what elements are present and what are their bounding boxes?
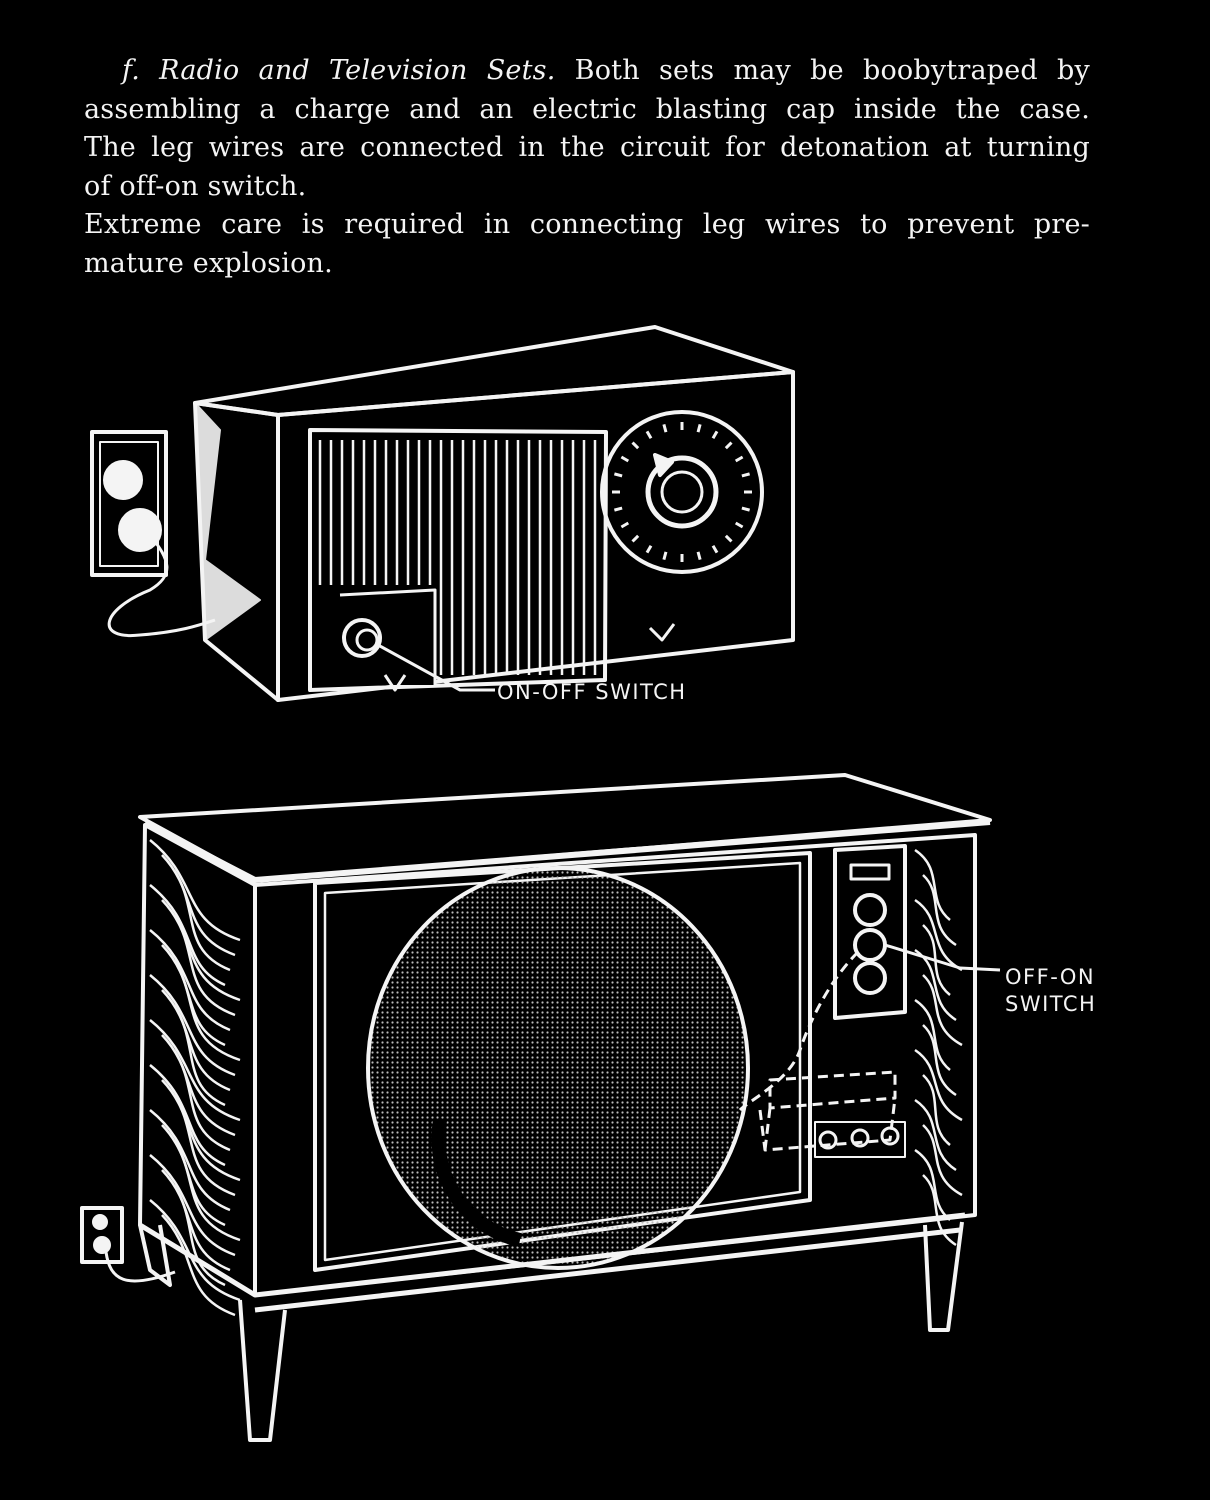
wood-grain xyxy=(161,854,236,957)
wood-grain xyxy=(914,1148,951,1221)
wood-grain xyxy=(172,959,241,1062)
wood-grain xyxy=(161,1214,236,1317)
wood-grain xyxy=(149,884,226,987)
dial-tick xyxy=(696,551,702,561)
wood-grain xyxy=(914,998,951,1071)
wood-grain xyxy=(161,1169,231,1272)
tv-off-on-switch-label-1: OFF-ON xyxy=(1005,965,1096,989)
wood-grain xyxy=(172,1004,226,1107)
paragraph-text: Both sets may be boobytraped by xyxy=(574,55,1090,86)
tv-leg xyxy=(138,1224,287,1442)
dial-tick xyxy=(662,551,668,561)
wood-grain xyxy=(922,874,957,947)
wood-grain xyxy=(161,1034,236,1137)
wood-grain xyxy=(149,1154,236,1257)
radio-drawing xyxy=(90,325,795,702)
wood-grain xyxy=(172,869,231,972)
power-cord xyxy=(104,1251,176,1283)
dial-tick xyxy=(620,455,630,463)
tv-knob-3 xyxy=(853,961,887,995)
wood-grain xyxy=(914,848,951,921)
wood-grain xyxy=(161,989,231,1092)
paragraph-line-2: assembling a charge and an electric blas… xyxy=(84,93,1090,125)
tv-knob-1 xyxy=(853,893,887,927)
dial-tick xyxy=(711,430,719,440)
wood-grain xyxy=(149,839,241,942)
wood-grain xyxy=(914,1098,957,1172)
section-heading: f. Radio and Television Sets. xyxy=(122,55,556,86)
wood-grain xyxy=(922,974,963,1047)
tuning-knob xyxy=(645,455,719,529)
dial-tick xyxy=(696,423,702,433)
instruction-paragraph: f. Radio and Television Sets. Both sets … xyxy=(84,52,1090,283)
wood-grain xyxy=(914,898,963,972)
wood-grain xyxy=(172,914,236,1017)
hidden-charge xyxy=(758,1070,897,1152)
dial-tick xyxy=(741,506,751,512)
power-cord xyxy=(107,534,216,638)
callout-leader xyxy=(377,643,495,692)
paragraph-line-4: of off-on switch. xyxy=(84,170,307,202)
wood-grain xyxy=(149,1109,231,1212)
radio-front xyxy=(276,370,795,702)
dial-tick xyxy=(724,534,733,543)
wood-grain xyxy=(922,1074,951,1146)
radio-grille xyxy=(308,428,608,692)
wood-grain xyxy=(172,1139,241,1242)
wood-grain xyxy=(922,1024,957,1097)
radio-top xyxy=(193,325,795,417)
tv-picture-tube xyxy=(366,866,750,1270)
dial-tick xyxy=(613,472,623,478)
tv-screen-frame xyxy=(313,851,812,1272)
wood-grain xyxy=(914,1048,963,1122)
tv-off-on-knob xyxy=(853,928,887,962)
dial-tick xyxy=(724,441,733,450)
dial-tick xyxy=(734,455,744,463)
dial-tick xyxy=(711,544,719,554)
wood-grain xyxy=(161,1079,241,1182)
wood-grain xyxy=(149,929,231,1032)
paragraph-line-6: mature explosion. xyxy=(84,247,333,279)
paragraph-line-1: f. Radio and Television Sets. Both sets … xyxy=(84,52,1090,91)
wood-grain xyxy=(172,1094,236,1197)
wall-outlet-icon xyxy=(80,1206,124,1264)
tuning-dial xyxy=(600,410,764,574)
dial-tick xyxy=(645,430,653,440)
tv-control-panel xyxy=(833,844,907,1020)
radio-on-off-knob xyxy=(342,618,382,658)
tv-off-on-switch-label-2: SWITCH xyxy=(1005,992,1097,1016)
wood-grain xyxy=(149,1064,226,1167)
paragraph-line-5: Extreme care is required in connecting l… xyxy=(84,209,1090,240)
wood-grain xyxy=(922,1124,963,1197)
wood-grain xyxy=(172,1049,231,1152)
dial-tick xyxy=(613,506,623,512)
callout-leader xyxy=(884,943,1001,972)
wood-grain xyxy=(149,1019,241,1122)
television-drawing xyxy=(80,773,1001,1442)
dial-tick xyxy=(631,441,640,450)
dial-tick xyxy=(645,544,653,554)
wall-outlet-icon xyxy=(90,430,168,577)
wood-grain xyxy=(172,1184,226,1287)
radio-on-off-switch-label: ON-OFF SWITCH xyxy=(497,680,687,704)
dial-tick xyxy=(631,534,640,543)
dial-tick xyxy=(734,521,744,529)
wood-grain xyxy=(922,1174,957,1247)
tv-front xyxy=(253,833,977,1297)
dial-tick xyxy=(662,423,668,433)
wood-grain xyxy=(149,974,236,1077)
dial-tick xyxy=(741,472,751,478)
wood-grain xyxy=(161,899,241,1002)
dial-tick xyxy=(620,521,630,529)
tv-leg xyxy=(923,1221,964,1332)
paragraph-line-3: The leg wires are connected in the circu… xyxy=(84,132,1090,163)
